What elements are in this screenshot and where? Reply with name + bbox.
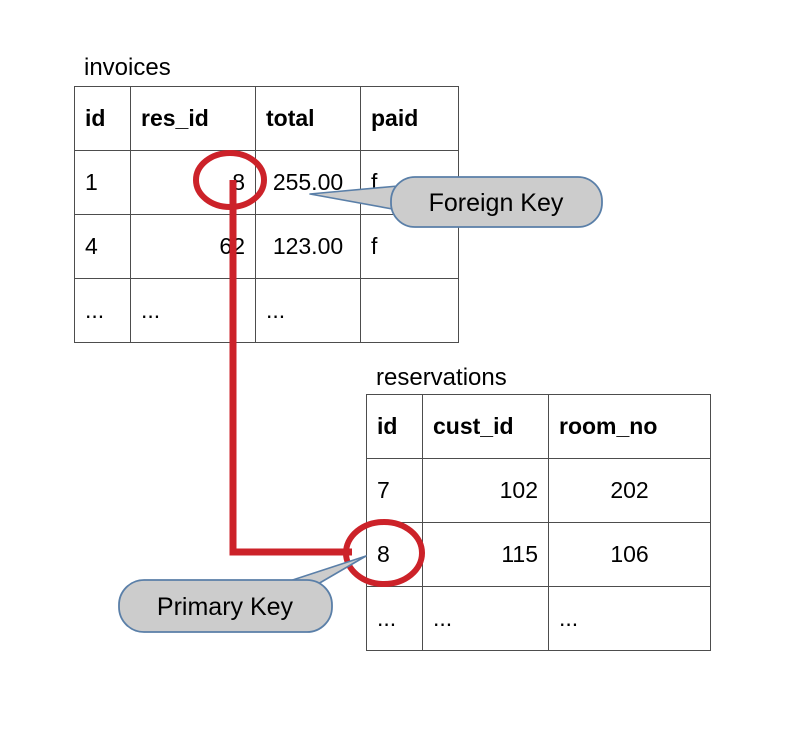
- table-row: 4 62 123.00 f: [74, 214, 459, 279]
- primary-key-callout[interactable]: Primary Key: [118, 555, 367, 633]
- cell-res-id: ...: [130, 278, 256, 343]
- cell-paid: [360, 278, 459, 343]
- cell-room-no: ...: [548, 586, 711, 651]
- table-row: 7 102 202: [366, 458, 711, 523]
- column-header-paid: paid: [360, 86, 459, 151]
- cell-cust-id: ...: [422, 586, 549, 651]
- cell-res-id: 8: [130, 150, 256, 215]
- column-header-total: total: [255, 86, 361, 151]
- cell-total: 123.00: [255, 214, 361, 279]
- cell-id: ...: [74, 278, 131, 343]
- cell-id: 1: [74, 150, 131, 215]
- cell-id: 4: [74, 214, 131, 279]
- invoices-table-title: invoices: [84, 54, 171, 81]
- cell-cust-id: 115: [422, 522, 549, 587]
- cell-cust-id: 102: [422, 458, 549, 523]
- column-header-id: id: [74, 86, 131, 151]
- foreign-key-callout-label: Foreign Key: [429, 189, 564, 217]
- column-header-cust-id: cust_id: [422, 394, 549, 459]
- table-row: 8 115 106: [366, 522, 711, 587]
- primary-key-callout-label: Primary Key: [157, 593, 294, 621]
- column-header-id: id: [366, 394, 423, 459]
- column-header-room-no: room_no: [548, 394, 711, 459]
- reservations-table: id cust_id room_no 7 102 202 8 115 106 .…: [366, 394, 711, 651]
- primary-key-callout-bubble: [118, 579, 333, 633]
- table-header-row: id cust_id room_no: [366, 394, 711, 459]
- cell-res-id: 62: [130, 214, 256, 279]
- table-header-row: id res_id total paid: [74, 86, 459, 151]
- foreign-key-callout[interactable]: Foreign Key: [309, 176, 603, 228]
- cell-total: 255.00: [255, 150, 361, 215]
- reservations-table-title: reservations: [376, 364, 507, 391]
- foreign-key-callout-bubble: [390, 176, 603, 228]
- cell-room-no: 106: [548, 522, 711, 587]
- cell-room-no: 202: [548, 458, 711, 523]
- table-row: ... ... ...: [74, 278, 459, 343]
- column-header-res-id: res_id: [130, 86, 256, 151]
- table-row: ... ... ...: [366, 586, 711, 651]
- cell-total: ...: [255, 278, 361, 343]
- cell-id: 7: [366, 458, 423, 523]
- cell-id: 8: [366, 522, 423, 587]
- cell-id: ...: [366, 586, 423, 651]
